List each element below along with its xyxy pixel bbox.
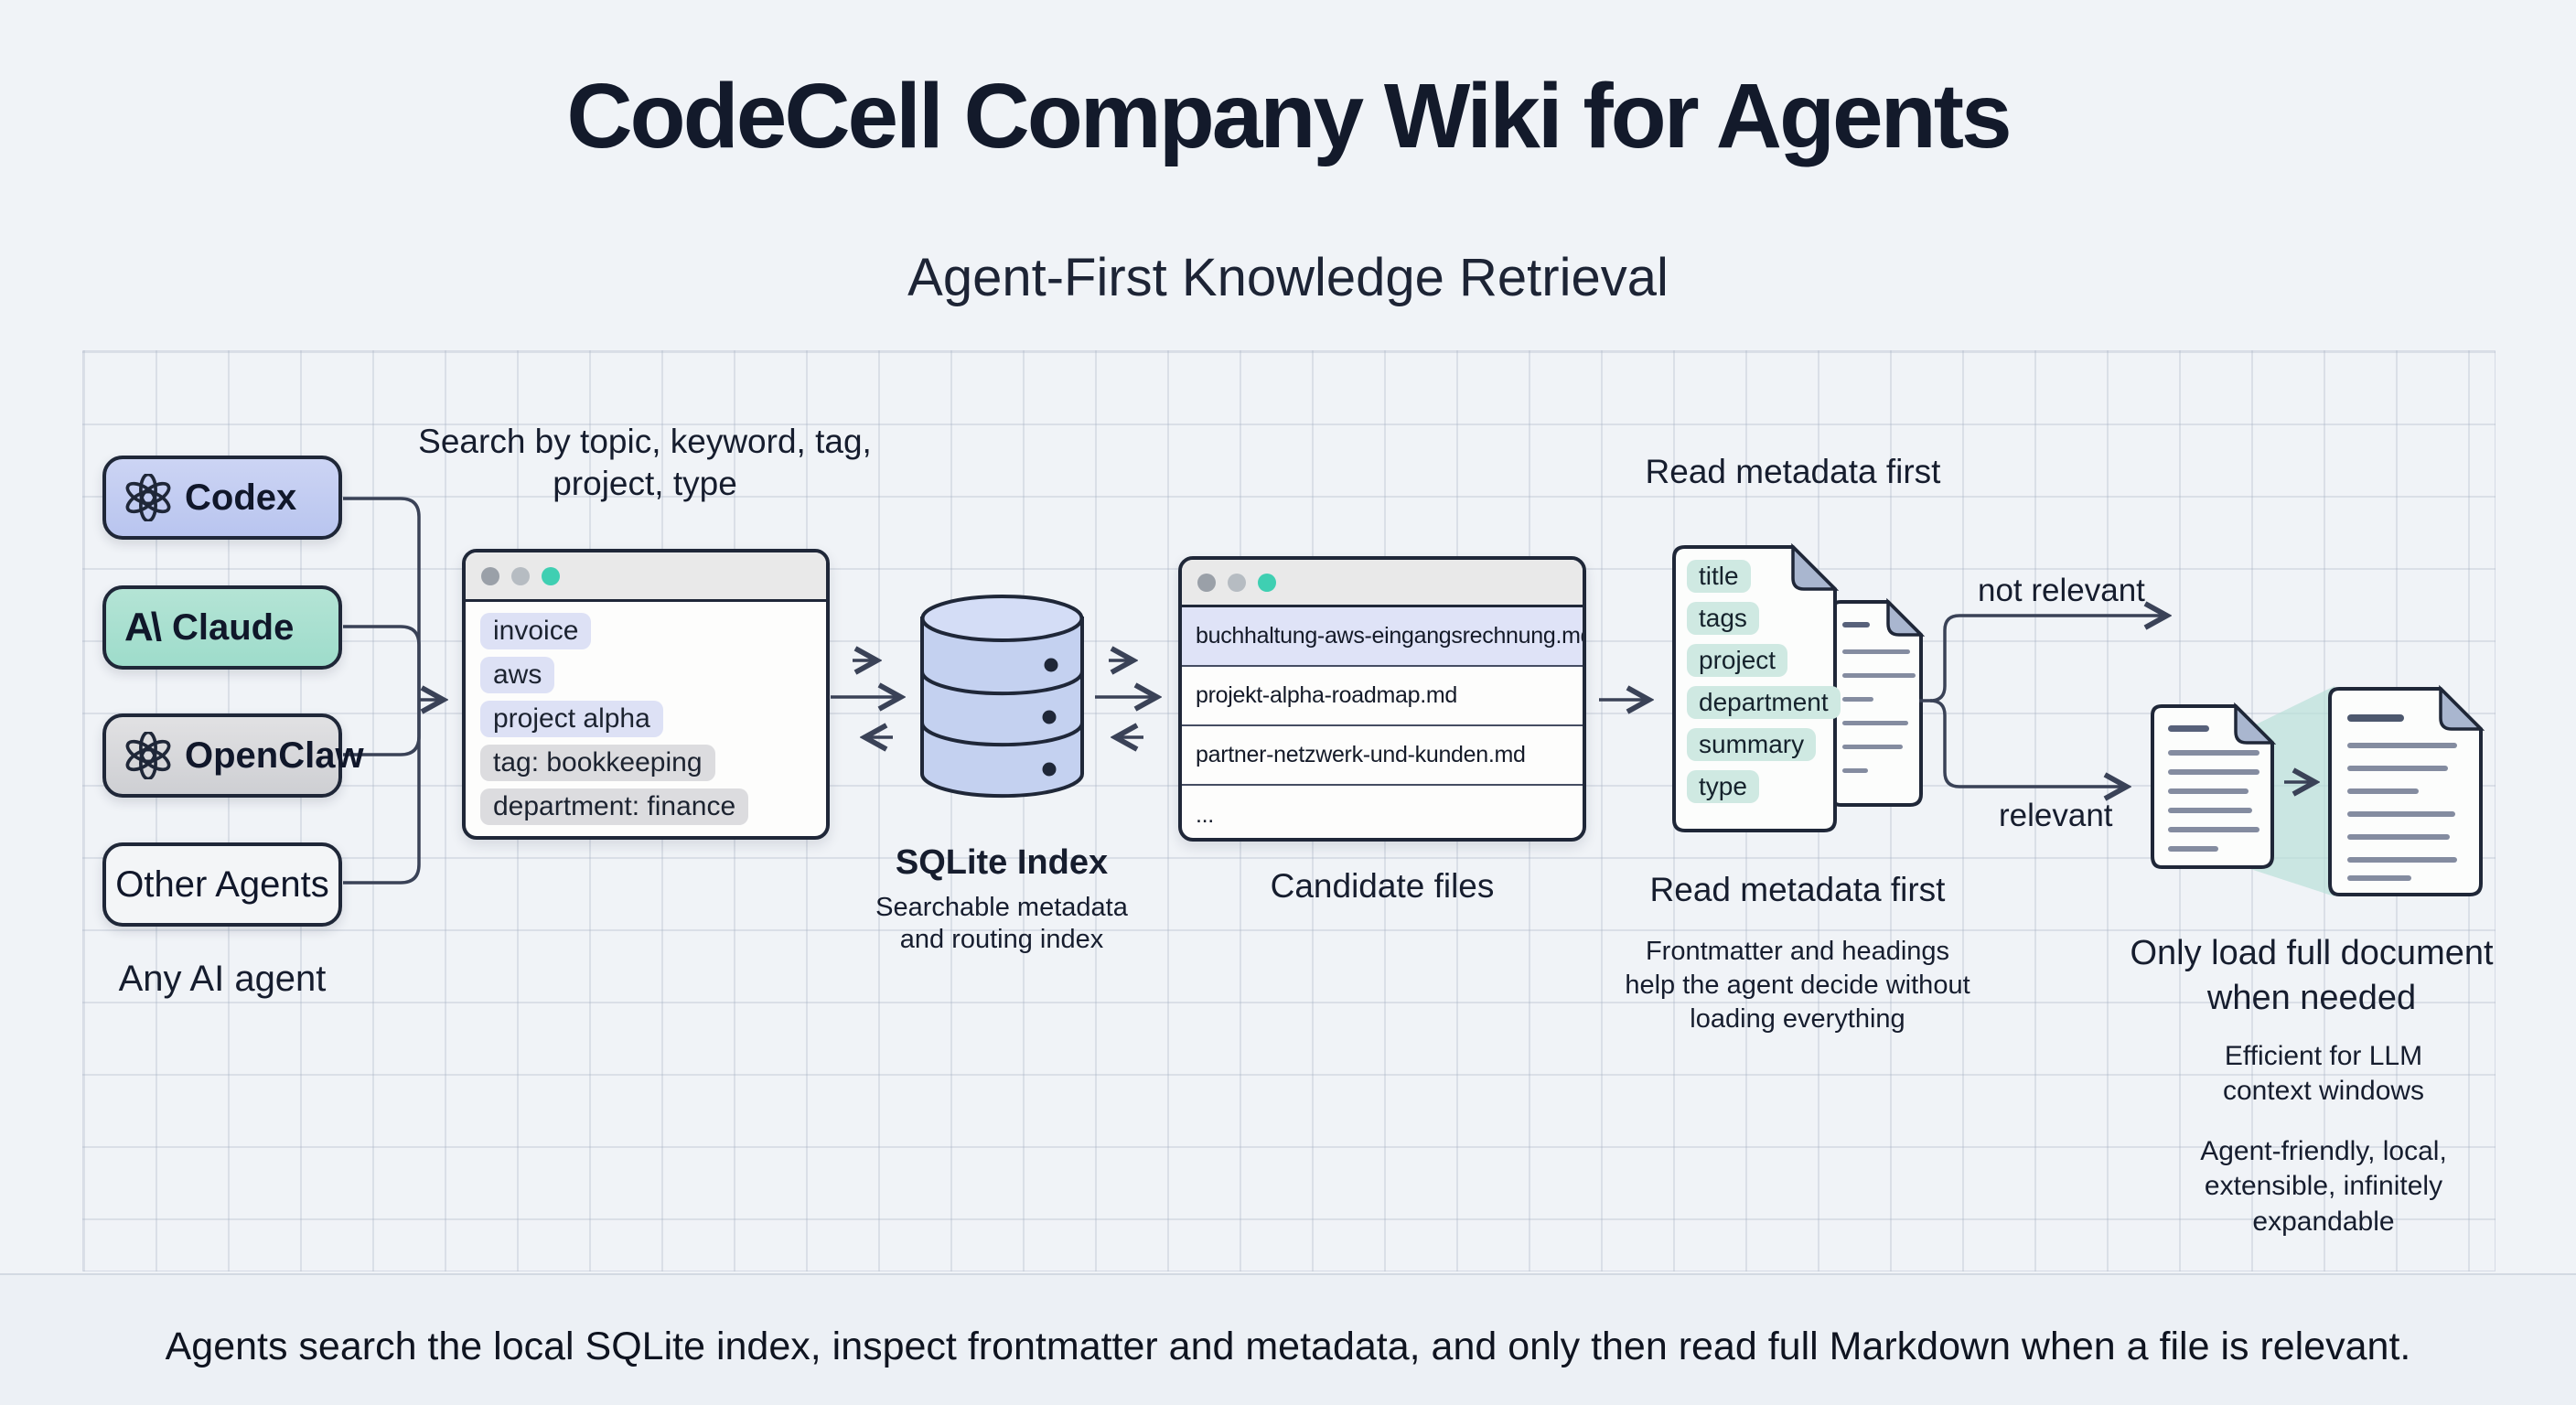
document-icon-full [2328, 684, 2485, 896]
brace [1929, 614, 1981, 788]
search-tag: invoice [480, 613, 592, 649]
agent-label: OpenClaw [185, 735, 364, 776]
agent-label: Claude [172, 606, 295, 648]
metadata-heading: Read metadata first [1645, 453, 1941, 490]
fulldoc-note-extensible: Agent-friendly, local, extensible, infin… [2200, 1136, 2447, 1237]
metadata-chip: tags [1687, 602, 1759, 635]
metadata-description: Frontmatter and headings help the agent … [1625, 937, 1970, 1035]
candidate-file-row: ... [1196, 802, 1214, 828]
search-tag: project alpha [480, 701, 663, 737]
window-titlebar [466, 552, 826, 602]
agent-label: Other Agents [115, 863, 329, 905]
search-db-arrows [831, 660, 898, 737]
sqlite-title: SQLite Index [895, 843, 1109, 882]
openai-icon [124, 474, 172, 521]
window-dot-icon [1258, 573, 1276, 592]
window-dot-icon [481, 566, 499, 585]
agent-box-other-agents: Other Agents [102, 842, 342, 927]
candidate-file-row: partner-netzwerk-und-kunden.md [1182, 726, 1583, 786]
candidate-files-window: buchhaltung-aws-eingangsrechnung.md proj… [1178, 556, 1586, 842]
metadata-chip: type [1687, 770, 1759, 803]
fulldoc-note-llm: Efficient for LLM context windows [2222, 1041, 2425, 1107]
candidate-file-row: buchhaltung-aws-eingangsrechnung.md [1182, 607, 1583, 667]
document-icon-back [1830, 597, 1926, 807]
window-dot-icon [1197, 573, 1216, 592]
database-icon [920, 595, 1084, 799]
anthropic-icon: A\ [124, 605, 162, 649]
candidates-caption: Candidate files [1270, 867, 1495, 905]
metadata-caption: Read metadata first [1649, 871, 1946, 908]
search-tags: invoice aws project alpha tag: bookkeepi… [466, 602, 826, 836]
db-candidates-arrows [1095, 660, 1154, 737]
agents-merge-connector [343, 497, 441, 885]
window-titlebar [1182, 560, 1583, 607]
document-icon-relevant [2151, 702, 2277, 869]
search-heading: Search by topic, keyword, tag, project, … [418, 423, 872, 503]
metadata-chip: summary [1687, 728, 1817, 761]
search-tag: department: finance [480, 788, 749, 825]
agent-box-openclaw: OpenClaw [102, 713, 364, 798]
footer-caption: Agents search the local SQLite index, in… [165, 1325, 2411, 1368]
openai-icon [124, 732, 172, 779]
metadata-chip: project [1687, 644, 1788, 677]
sqlite-subtitle: Searchable metadata and routing index [875, 893, 1128, 955]
search-tag: aws [480, 657, 555, 693]
candidate-file-row: projekt-alpha-roadmap.md [1182, 667, 1583, 726]
metadata-chips: title tags project department summary ty… [1687, 560, 1841, 803]
search-window: invoice aws project alpha tag: bookkeepi… [462, 549, 830, 840]
agent-label: Codex [185, 477, 297, 518]
page-subtitle: Agent-First Knowledge Retrieval [907, 248, 1669, 307]
candidate-file-list: buchhaltung-aws-eingangsrechnung.md proj… [1182, 607, 1583, 838]
not-relevant-label: not relevant [1978, 573, 2145, 608]
window-dot-icon [1228, 573, 1246, 592]
relevant-label: relevant [1999, 798, 2113, 833]
agent-box-claude: A\ Claude [102, 585, 342, 670]
window-dot-icon [542, 566, 560, 585]
metadata-chip: department [1687, 686, 1841, 719]
agents-caption: Any AI agent [118, 959, 327, 999]
fulldoc-caption: Only load full document when needed [2130, 934, 2494, 1018]
search-tag: tag: bookkeeping [480, 745, 715, 781]
metadata-chip: title [1687, 560, 1751, 593]
window-dot-icon [511, 566, 530, 585]
agent-box-codex: Codex [102, 456, 342, 540]
footer-band [0, 1273, 2576, 1405]
page-title: CodeCell Company Wiki for Agents [566, 65, 2012, 167]
